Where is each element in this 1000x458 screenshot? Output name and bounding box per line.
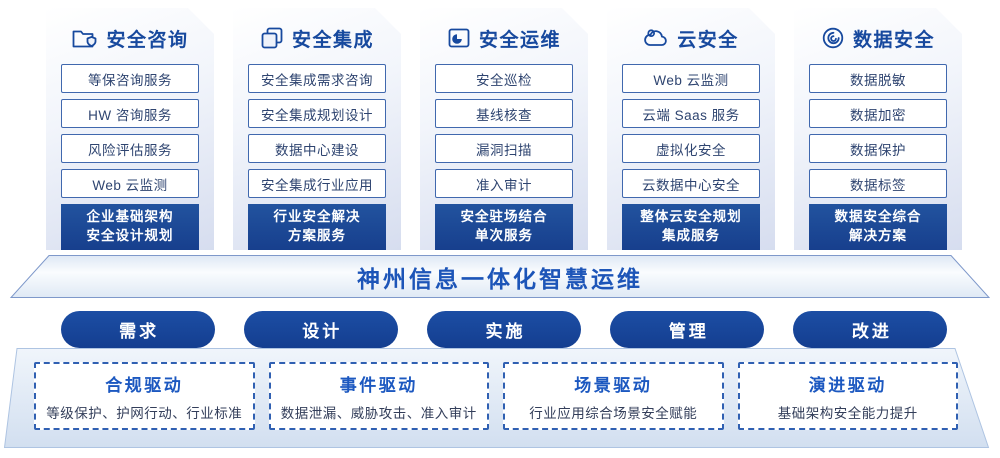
featured-service: 整体云安全规划 集成服务	[622, 204, 760, 250]
banner-shape	[9, 255, 991, 298]
service-item: 基线核查	[435, 99, 573, 128]
document-stack-icon	[260, 26, 284, 50]
driver-title: 事件驱动	[339, 375, 418, 395]
driver-box-evolution: 演进驱动 基础架构安全能力提升	[737, 362, 958, 430]
card-security-integration: 安全集成 安全集成需求咨询 安全集成规划设计 数据中心建设 安全集成行业应用 行…	[233, 8, 401, 250]
card-title: 数据安全	[852, 29, 935, 51]
card-header: 云安全	[622, 20, 760, 56]
service-item: 虚拟化安全	[622, 134, 760, 163]
service-item: Web 云监测	[622, 64, 760, 93]
driver-title: 合规驱动	[105, 375, 184, 395]
service-item: 等保咨询服务	[61, 64, 199, 93]
card-header: 安全咨询	[61, 20, 199, 56]
card-header: 数据安全	[809, 20, 947, 56]
driver-desc: 数据泄漏、威胁攻击、准入审计	[280, 405, 477, 421]
service-item: 安全集成规划设计	[248, 99, 386, 128]
banner-title: 神州信息一体化智慧运维	[357, 265, 643, 292]
service-item: 数据脱敏	[809, 64, 947, 93]
process-pill-manage: 管理	[610, 311, 765, 348]
service-item: HW 咨询服务	[61, 99, 199, 128]
process-pills-row: 需求 设计 实施 管理 改进	[46, 311, 962, 348]
service-item: 安全巡检	[435, 64, 573, 93]
card-header: 安全集成	[248, 20, 386, 56]
driver-box-incident: 事件驱动 数据泄漏、威胁攻击、准入审计	[268, 362, 489, 430]
featured-service: 数据安全综合 解决方案	[809, 204, 947, 250]
service-item: 数据加密	[809, 99, 947, 128]
driver-box-compliance: 合规驱动 等级保护、护网行动、行业标准	[34, 362, 255, 430]
card-data-security: 数据安全 数据脱敏 数据加密 数据保护 数据标签 数据安全综合 解决方案	[794, 8, 962, 250]
cloud-security-icon	[643, 26, 669, 50]
service-item: Web 云监测	[61, 169, 199, 198]
driver-desc: 行业应用综合场景安全赋能	[529, 405, 698, 421]
service-item: 云端 Saas 服务	[622, 99, 760, 128]
featured-service: 企业基础架构 安全设计规划	[61, 204, 199, 250]
folder-shield-icon	[71, 26, 98, 50]
process-pill-demand: 需求	[60, 311, 215, 348]
card-header: 安全运维	[435, 20, 573, 56]
service-item: 数据中心建设	[248, 134, 386, 163]
card-security-operations: 安全运维 安全巡检 基线核查 漏洞扫描 准入审计 安全驻场结合 单次服务	[420, 8, 588, 250]
service-item: 云数据中心安全	[622, 169, 760, 198]
card-cloud-security: 云安全 Web 云监测 云端 Saas 服务 虚拟化安全 云数据中心安全 整体云…	[607, 8, 775, 250]
service-item: 数据保护	[809, 134, 947, 163]
driver-desc: 等级保护、护网行动、行业标准	[46, 405, 243, 421]
driver-title: 场景驱动	[574, 375, 653, 395]
process-pill-improve: 改进	[793, 311, 948, 348]
card-title: 安全集成	[291, 29, 374, 51]
service-item: 安全集成需求咨询	[248, 64, 386, 93]
service-item: 数据标签	[809, 169, 947, 198]
process-pill-implement: 实施	[427, 311, 581, 348]
featured-service: 安全驻场结合 单次服务	[435, 204, 573, 250]
service-item: 安全集成行业应用	[248, 169, 386, 198]
card-title: 安全运维	[478, 29, 561, 51]
service-item: 漏洞扫描	[435, 134, 573, 163]
driver-title: 演进驱动	[808, 375, 887, 395]
service-item: 风险评估服务	[61, 134, 199, 163]
folder-clock-icon	[447, 26, 471, 50]
drivers-row: 合规驱动 等级保护、护网行动、行业标准 事件驱动 数据泄漏、威胁攻击、准入审计 …	[34, 362, 958, 430]
card-title: 安全咨询	[106, 29, 189, 51]
service-item: 准入审计	[435, 169, 573, 198]
driver-desc: 基础架构安全能力提升	[777, 405, 918, 421]
card-security-consulting: 安全咨询 等保咨询服务 HW 咨询服务 风险评估服务 Web 云监测 企业基础架…	[46, 8, 214, 250]
service-cards-row: 安全咨询 等保咨询服务 HW 咨询服务 风险评估服务 Web 云监测 企业基础架…	[46, 8, 962, 250]
featured-service: 行业安全解决 方案服务	[248, 204, 386, 250]
fingerprint-icon	[821, 26, 845, 50]
driver-box-scenario: 场景驱动 行业应用综合场景安全赋能	[503, 362, 724, 430]
card-title: 云安全	[677, 29, 739, 51]
process-pill-design: 设计	[243, 311, 398, 348]
